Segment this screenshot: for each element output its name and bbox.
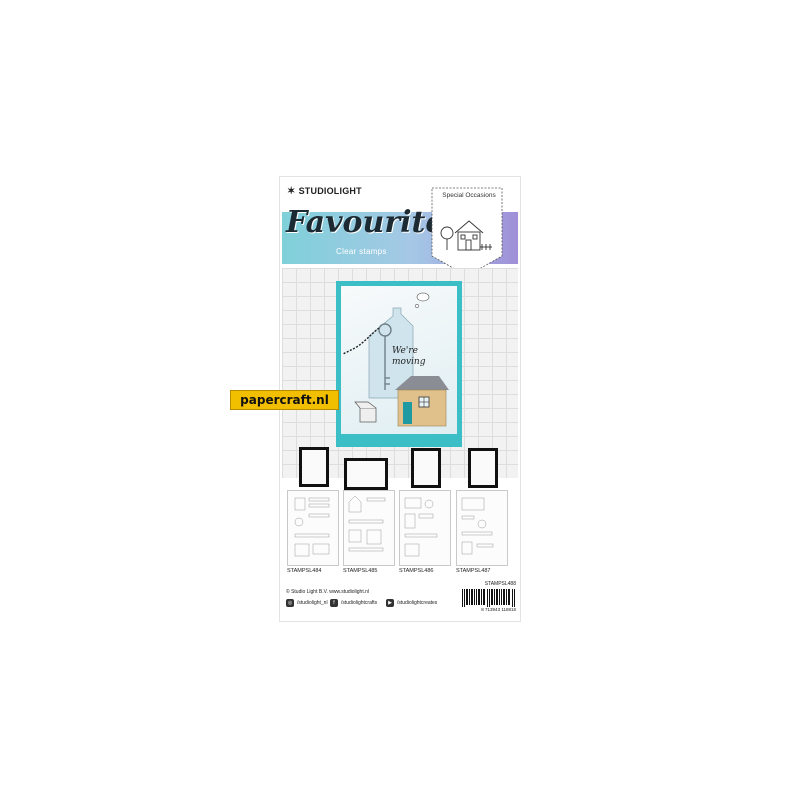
sheet-code-3: STAMPSL486 — [399, 568, 434, 574]
thumbnail-card-1 — [299, 447, 329, 487]
occasion-label: Special Occasions — [442, 192, 496, 199]
papercraft-badge: papercraft.nl — [230, 390, 339, 410]
brand-name: STUDIOLIGHT — [298, 186, 362, 196]
youtube-text: /studiolightcreates — [397, 600, 438, 606]
facebook-handle: f /studiolightcrafts — [330, 598, 377, 608]
youtube-icon: ▶ — [386, 599, 394, 607]
key-icon — [378, 323, 392, 390]
twine-icon — [342, 327, 380, 355]
stamp-sheet-outlines — [294, 495, 494, 557]
thumbnail-card-3 — [411, 448, 441, 488]
thumbnail-card-2 — [344, 458, 388, 490]
youtube-handle: ▶ /studiolightcreates — [386, 598, 437, 608]
stamp-sheet-2 — [343, 490, 395, 566]
sheet-code-4: STAMPSL487 — [456, 568, 491, 574]
instagram-handle: ◎ /studiolight_nl — [286, 598, 328, 608]
thought-cloud-icon — [415, 292, 430, 308]
stamp-sample-text: We're moving — [392, 346, 426, 367]
house-tag-shape — [368, 307, 414, 399]
house-drawing-icon — [440, 220, 492, 251]
copyright-text: © Studio Light B.V. www.studiolight.nl — [286, 589, 369, 595]
sheet-code-2: STAMPSL485 — [343, 568, 378, 574]
product-subtitle: Clear stamps — [336, 247, 387, 256]
series-title: Favourites — [286, 205, 462, 240]
sheet-code-1: STAMPSL484 — [287, 568, 322, 574]
cottage-icon — [395, 376, 449, 427]
barcode — [462, 589, 515, 607]
product-code: STAMPSL488 — [484, 581, 516, 587]
instagram-icon: ◎ — [286, 599, 294, 607]
occasion-tag — [431, 187, 503, 277]
facebook-icon: f — [330, 599, 338, 607]
brand-logo: ✶ STUDIOLIGHT — [287, 184, 362, 198]
thumbnail-card-4 — [468, 448, 498, 488]
box-icon — [354, 401, 377, 423]
star-icon: ✶ — [287, 185, 296, 197]
instagram-text: /studiolight_nl — [297, 600, 328, 606]
facebook-text: /studiolightcrafts — [341, 600, 378, 606]
stamp-illustration — [342, 292, 449, 427]
barcode-number: 8 713943 118818 — [481, 607, 516, 612]
